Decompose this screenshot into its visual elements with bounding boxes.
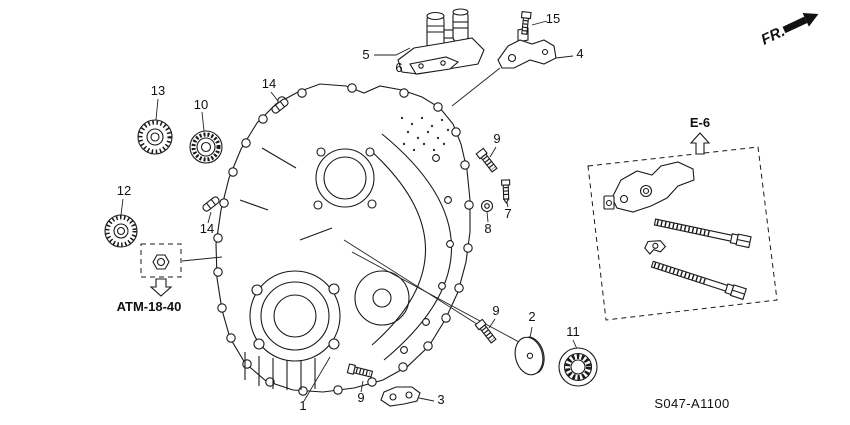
- clip-drawing: [644, 240, 667, 255]
- sump-ribs: [244, 352, 316, 390]
- atm-down-arrow-icon: [149, 278, 173, 297]
- long-bolt-b-drawing: [650, 260, 747, 301]
- seal-13-drawing: [137, 119, 173, 155]
- callout-5: 5: [362, 47, 369, 62]
- part-code: S047-A1100: [654, 396, 729, 411]
- callout-9-right: 9: [492, 303, 499, 318]
- bolt-9-bottom-drawing: [346, 363, 374, 378]
- callout-15: 15: [546, 11, 560, 26]
- callout-1: 1: [299, 398, 306, 413]
- detent-lever-drawing: [603, 161, 695, 213]
- callout-4: 4: [576, 46, 583, 61]
- leader-lines: [120, 20, 578, 402]
- bracket-4-drawing: [497, 27, 557, 69]
- callout-11: 11: [566, 324, 580, 339]
- gasket-6-drawing: [409, 56, 460, 75]
- atm-label: ATM-18-40: [117, 299, 182, 314]
- e6-label: E-6: [690, 115, 710, 130]
- atm-ref-box: [140, 243, 182, 278]
- bearing-11-drawing: [558, 347, 598, 387]
- callout-14-bottom: 14: [200, 221, 214, 236]
- transmission-case-drawing: [213, 83, 474, 396]
- callout-10: 10: [194, 97, 208, 112]
- long-bolt-a-drawing: [653, 218, 752, 249]
- callout-12: 12: [117, 183, 131, 198]
- callout-9-bottom: 9: [357, 390, 364, 405]
- bolt-15-drawing: [520, 11, 532, 35]
- fr-direction-arrow-icon: [782, 13, 819, 34]
- callout-3: 3: [437, 392, 444, 407]
- seal-12-drawing: [104, 214, 138, 248]
- pin-14-bottom-drawing: [202, 196, 220, 212]
- case-bolt-holes: [213, 83, 474, 396]
- callout-9-top: 9: [493, 131, 500, 146]
- callout-14-top: 14: [262, 76, 276, 91]
- bracket-3-drawing: [380, 386, 421, 407]
- disc-2-drawing: [514, 336, 545, 376]
- e6-up-arrow-icon: [689, 132, 711, 155]
- washer-8-drawing: [480, 199, 494, 213]
- bolt-9-top-drawing: [475, 147, 498, 173]
- e6-ref-box: [587, 146, 778, 321]
- callout-13: 13: [151, 83, 165, 98]
- bearing-10-drawing: [189, 130, 223, 164]
- bolt-9-right-drawing: [474, 318, 497, 344]
- callout-2: 2: [528, 309, 535, 324]
- casting-dots: [400, 116, 450, 152]
- callout-8: 8: [484, 221, 491, 236]
- bolt-7-drawing: [500, 179, 511, 205]
- callout-6: 6: [395, 60, 402, 75]
- pin-14-top-drawing: [271, 98, 289, 114]
- callout-7: 7: [504, 206, 511, 221]
